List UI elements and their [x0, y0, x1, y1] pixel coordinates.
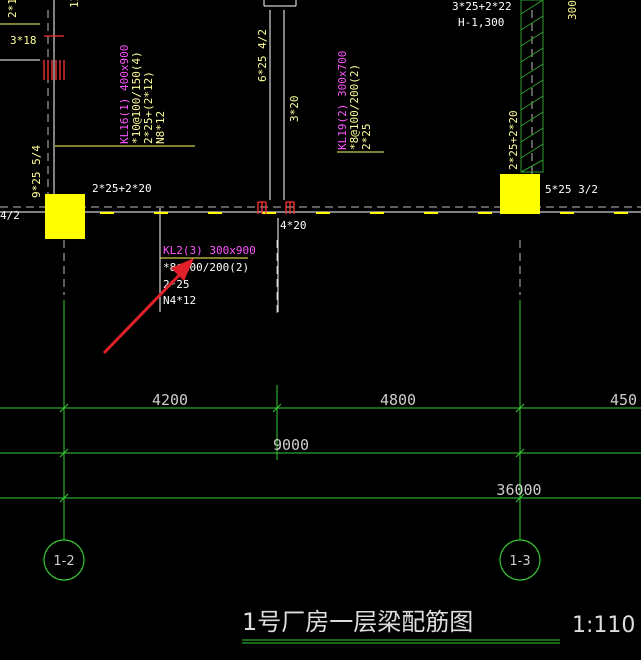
kl16-stirrup: *10@100/150(4): [130, 51, 143, 144]
stirrup-marks: [43, 35, 295, 214]
label-3x18: 3*18: [10, 34, 37, 47]
drawing-scale: 1:110: [572, 613, 635, 638]
axis-bubble-1-3[interactable]: 1-3: [499, 539, 541, 581]
top-right-line1: 3*25+2*22: [452, 0, 512, 13]
dimension-36000: 36000: [496, 481, 541, 499]
kl2-name: KL2(3) 300x900: [163, 244, 256, 257]
drawing-title: 1号厂房一层梁配筋图: [242, 608, 473, 636]
rebar-mid-under: 4*20: [280, 219, 307, 232]
beam-lines[interactable]: [0, 0, 641, 312]
rebar-left-vertical: 9*25 5/4: [30, 145, 43, 198]
axis-bubble-1-2[interactable]: 1-2: [43, 539, 85, 581]
kl16-name: KL16(1) 400x900: [118, 45, 131, 144]
column-right[interactable]: [500, 174, 540, 214]
label-2x18: 2*18: [6, 0, 19, 18]
rebar-mid-vertical: 6*25 4/2: [256, 29, 269, 82]
beam-kl19-annotation[interactable]: KL19(2) 300x700 *8@100/200(2) 2*25: [336, 51, 373, 150]
column-left[interactable]: [45, 194, 85, 239]
top-right-line2: H-1,300: [458, 16, 504, 29]
rebar-right-beam: 5*25 3/2: [545, 183, 598, 196]
beam-kl16-annotation[interactable]: KL16(1) 400x900 *10@100/150(4) 2*25+(2*1…: [118, 45, 167, 144]
kl19-name: KL19(2) 300x700: [336, 51, 349, 150]
dimension-4200: 4200: [152, 391, 188, 409]
leader-lines: [0, 23, 384, 259]
dimension-9000: 9000: [273, 436, 309, 454]
beam-dashed-lines: [0, 10, 641, 315]
arrow-head-icon: [171, 258, 194, 281]
kl19-stirrup: *8@100/200(2): [348, 64, 361, 150]
rebar-left-edge: 4/2: [0, 209, 20, 222]
axis-label-left: 1-2: [53, 554, 74, 569]
dimension-450: 450: [610, 391, 637, 409]
top-right-side: 300x: [566, 0, 579, 20]
kl16-top: 2*25+(2*12): [142, 71, 155, 144]
rebar-mid-bottom: 3*20: [288, 96, 301, 123]
kl19-top: 2*25: [360, 124, 373, 151]
dimension-4800: 4800: [380, 391, 416, 409]
dimension-lines: [0, 300, 641, 540]
kl2-side: N4*12: [163, 294, 196, 307]
label-12: 12: [68, 0, 81, 8]
red-arrow-annotation[interactable]: [102, 258, 194, 355]
kl16-side: N8*12: [154, 111, 167, 144]
rebar-right-vertical: 2*25+2*20: [507, 110, 520, 170]
rebar-top-left-beam: 2*25+2*20: [92, 182, 152, 195]
axis-label-right: 1-3: [509, 554, 530, 569]
kl2-top: 2*25: [163, 278, 190, 291]
hatched-wall: [520, 0, 544, 173]
